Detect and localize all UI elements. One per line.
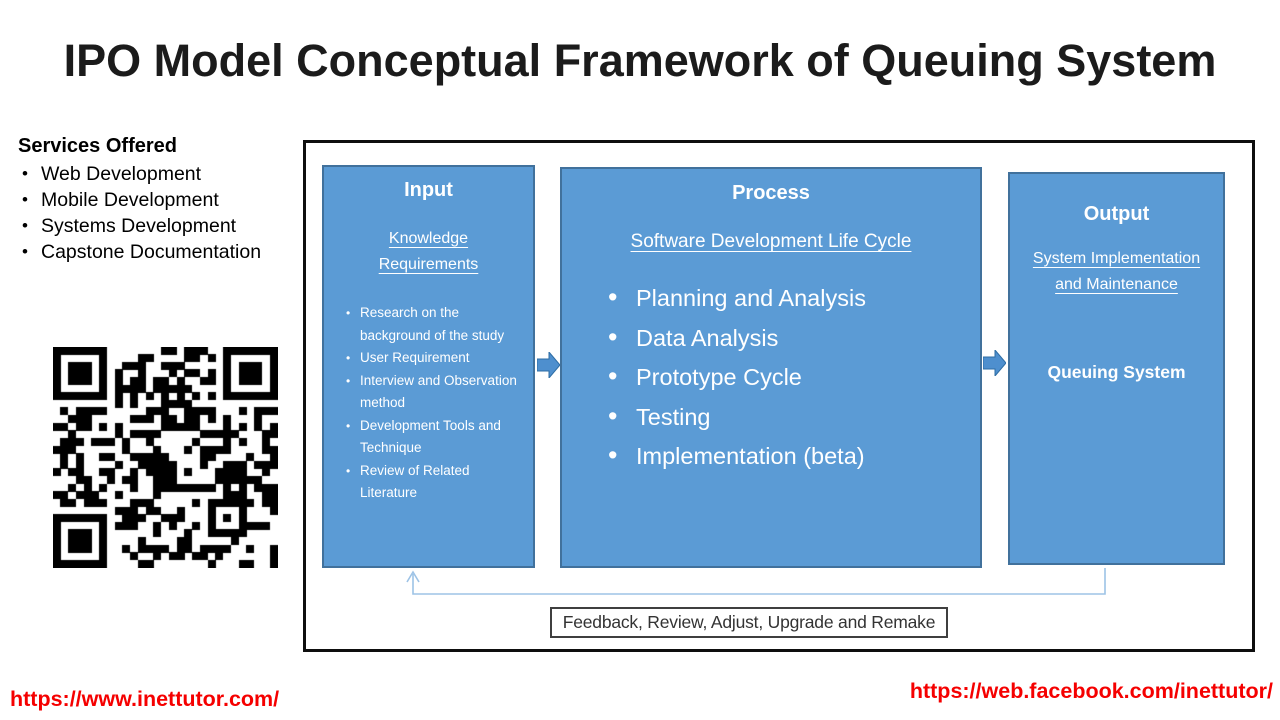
input-heading: Input: [404, 179, 453, 201]
arrow-right-icon: [983, 350, 1006, 376]
arrow-right-icon: [537, 352, 560, 378]
list-item: Planning and Analysis: [608, 278, 980, 319]
feedback-label: Feedback, Review, Adjust, Upgrade and Re…: [550, 607, 948, 638]
output-box: Output System Implementation and Mainten…: [1008, 172, 1225, 565]
input-list: Research on the background of the studyU…: [346, 302, 525, 505]
list-item: Data Analysis: [608, 318, 980, 359]
list-item: Development Tools and Technique: [346, 415, 525, 460]
inettutor-link[interactable]: https://www.inettutor.com/: [10, 687, 280, 711]
process-list: Planning and AnalysisData AnalysisProtot…: [608, 278, 980, 477]
services-heading: Services Offered: [18, 135, 177, 157]
list-item: Capstone Documentation: [18, 239, 298, 265]
process-heading: Process: [732, 182, 810, 204]
input-box: Input Knowledge Requirements Research on…: [322, 165, 535, 568]
diagram-frame: Input Knowledge Requirements Research on…: [303, 140, 1255, 652]
facebook-link[interactable]: https://web.facebook.com/inettutor/: [909, 679, 1273, 703]
input-subtitle: Knowledge Requirements: [378, 230, 479, 273]
output-label: Queuing System: [1047, 362, 1186, 382]
process-subtitle: Software Development Life Cycle: [630, 231, 912, 252]
list-item: Interview and Observation method: [346, 370, 525, 415]
list-item: Prototype Cycle: [608, 357, 980, 398]
qr-code: [53, 347, 278, 568]
list-item: User Requirement: [346, 347, 525, 370]
output-heading: Output: [1083, 203, 1150, 225]
list-item: Testing: [608, 397, 980, 438]
process-box: Process Software Development Life Cycle …: [560, 167, 982, 568]
list-item: Review of Related Literature: [346, 460, 525, 505]
page-title: IPO Model Conceptual Framework of Queuin…: [63, 35, 1217, 86]
services-list: Web DevelopmentMobile DevelopmentSystems…: [18, 161, 298, 265]
list-item: Research on the background of the study: [346, 302, 525, 347]
output-subtitle: System Implementation and Maintenance: [1032, 250, 1201, 293]
list-item: Mobile Development: [18, 187, 298, 213]
list-item: Systems Development: [18, 213, 298, 239]
services-offered-panel: Services Offered Web DevelopmentMobile D…: [18, 133, 298, 265]
list-item: Implementation (beta): [608, 436, 980, 477]
list-item: Web Development: [18, 161, 298, 187]
